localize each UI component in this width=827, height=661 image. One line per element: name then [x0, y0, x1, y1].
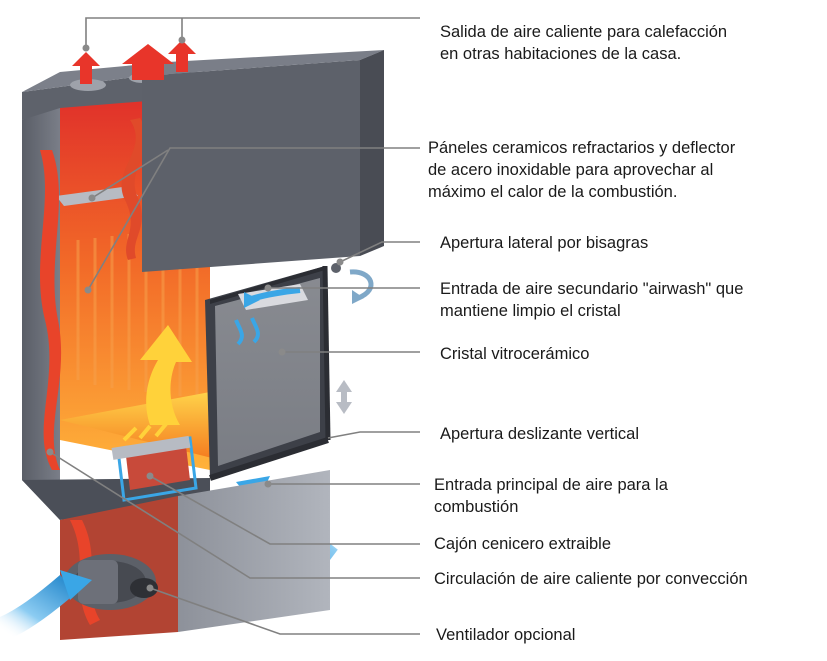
callout-line-slide: [327, 431, 420, 439]
label-airwash: Entrada de aire secundario "airwash" que…: [440, 280, 744, 320]
label-glass: Cristal vitrocerámico: [440, 345, 590, 363]
callout-line-hinge: [339, 241, 420, 263]
callout-lines: [49, 17, 420, 635]
label-main-air-inlet: Entrada principal de aire para la combus…: [434, 476, 668, 516]
fan-intake-arrow: [0, 570, 92, 642]
airwash-air-stream: [234, 284, 308, 346]
hot-air-outlet-arrows: [72, 40, 196, 84]
hot-air-flame-channel: [40, 118, 147, 470]
callout-line-ceramic-panels: [87, 147, 420, 291]
ash-drawer: [111, 422, 198, 502]
label-hot-air-outlet: Salida de aire caliente para calefacción…: [440, 23, 728, 63]
label-optional-fan: Ventilador opcional: [436, 626, 576, 644]
label-side-hinge: Apertura lateral por bisagras: [440, 234, 649, 252]
hinge-rotate-icon: [331, 263, 374, 304]
callout-line-convection: [49, 451, 420, 579]
callout-line-deflector: [91, 149, 169, 199]
callout-dots: [46, 36, 344, 592]
combustion-updraft-arrow: [140, 325, 192, 425]
label-ash-drawer: Cajón cenicero extraible: [434, 535, 612, 553]
optional-fan: [64, 554, 158, 610]
label-vertical-slide: Apertura deslizante vertical: [440, 425, 640, 443]
vertical-slide-icon: [336, 380, 352, 414]
label-ceramic-panels: Páneles ceramicos refractarios y deflect…: [428, 139, 736, 201]
callout-line-ash-drawer: [149, 475, 420, 545]
label-convection: Circulación de aire caliente por convecc…: [434, 570, 748, 588]
callout-line-hot-air-outlet: [85, 17, 420, 48]
upper-front-block: [142, 50, 384, 272]
callout-line-fan: [149, 587, 420, 635]
